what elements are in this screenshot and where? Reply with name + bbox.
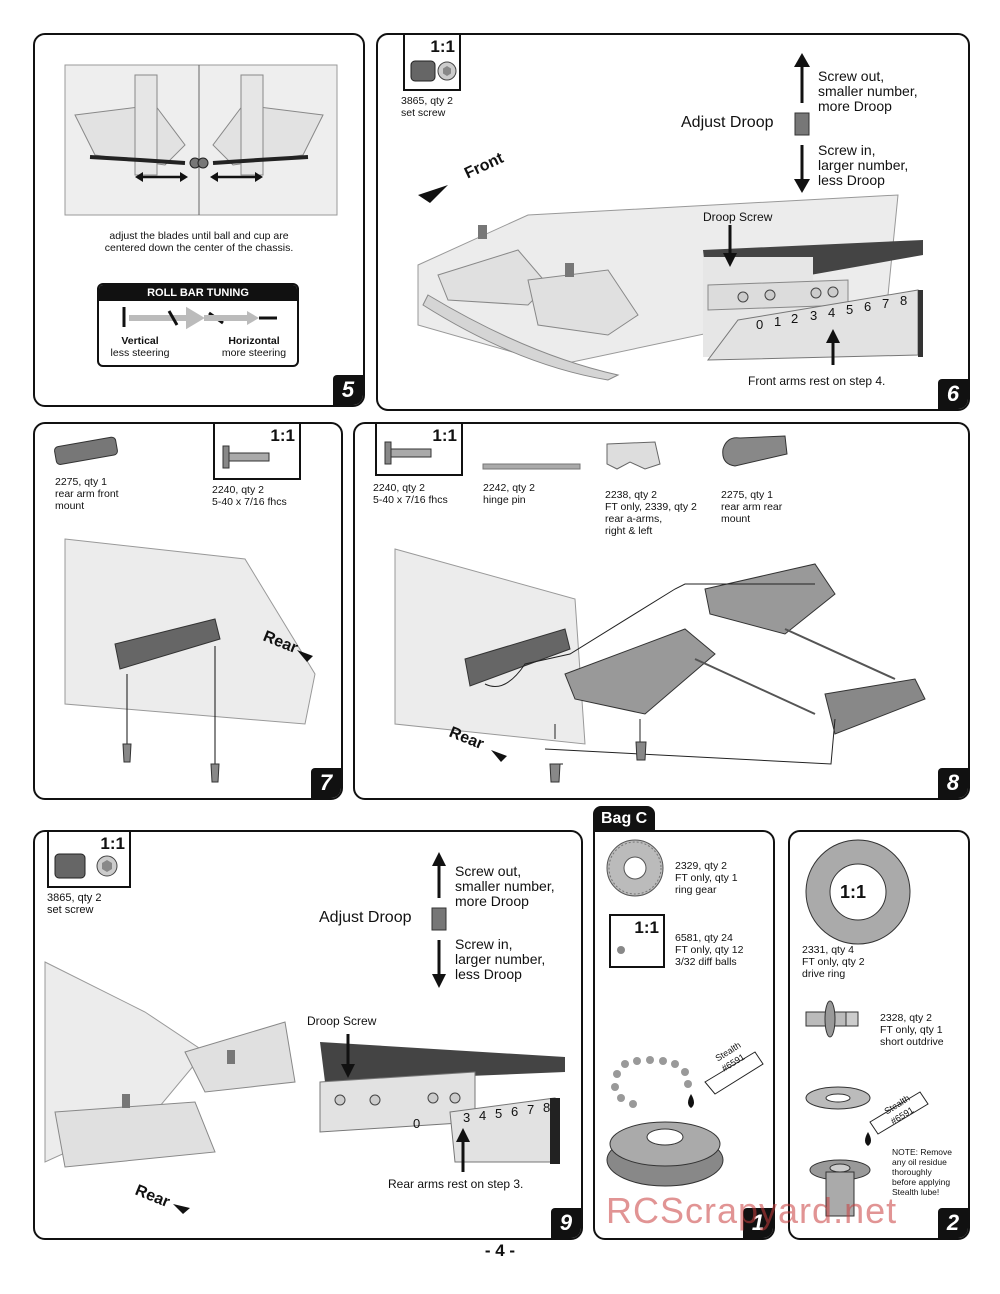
roll-bar-tuning-title: ROLL BAR TUNING bbox=[99, 285, 297, 301]
roll-bar-horizontal-sub: more steering bbox=[221, 347, 287, 359]
scale-box-step8: 1:1 bbox=[375, 424, 463, 476]
step-8-panel: 1:1 2240, qty 2 5-40 x 7/16 fhcs 2242, q… bbox=[353, 422, 970, 800]
step-8-part-a: 2240, qty 2 5-40 x 7/16 fhcs bbox=[373, 482, 448, 506]
step-6-rest-caption: Front arms rest on step 4. bbox=[748, 374, 886, 388]
short-outdrive-label: 2328, qty 2 FT only, qty 1 short outdriv… bbox=[880, 1012, 944, 1048]
set-screw-icon bbox=[54, 853, 118, 879]
step-5-illustration bbox=[64, 64, 338, 216]
ring-gear-label: 2329, qty 2 FT only, qty 1 ring gear bbox=[675, 860, 738, 896]
bag-c-step-1-panel: 2329, qty 2 FT only, qty 1 ring gear 1:1… bbox=[593, 830, 775, 1240]
step-5-caption: adjust the blades until ball and cup are… bbox=[104, 230, 294, 254]
bag-c-tab: Bag C bbox=[593, 806, 656, 832]
roll-bar-horizontal-label: Horizontal bbox=[228, 335, 280, 347]
scale-label: 1:1 bbox=[270, 426, 295, 445]
scale-label: 1:1 bbox=[100, 834, 125, 853]
droop-gauge-digits-9: 0 3 4 5 6 7 8 bbox=[413, 1100, 553, 1132]
gauge-digit: 6 bbox=[864, 299, 872, 314]
gauge-digit: 6 bbox=[511, 1104, 519, 1119]
gauge-digit: 7 bbox=[527, 1102, 535, 1117]
scale-box-step9: 1:1 bbox=[47, 832, 131, 888]
roll-bar-vertical-label: Vertical bbox=[121, 335, 159, 347]
page-number: - 4 - bbox=[484, 1241, 516, 1260]
step-6-number: 6 bbox=[938, 379, 968, 409]
gauge-digit: 5 bbox=[495, 1106, 503, 1121]
gauge-digit: 4 bbox=[828, 305, 836, 320]
gauge-digit: 1 bbox=[774, 314, 782, 329]
step-8-part-b: 2242, qty 2 hinge pin bbox=[483, 482, 535, 506]
roll-bar-vertical-sub: less steering bbox=[110, 347, 170, 359]
fhcs-screw-icon bbox=[222, 445, 270, 469]
gauge-digit: 5 bbox=[846, 302, 854, 317]
bag-c-step-2-number: 2 bbox=[938, 1208, 968, 1238]
scale-label: 1:1 bbox=[432, 426, 457, 445]
diff-balls-label: 6581, qty 24 FT only, qty 12 3/32 diff b… bbox=[675, 932, 744, 968]
gauge-digit: 8 bbox=[543, 1100, 551, 1115]
roll-bar-orientation-icon bbox=[122, 306, 277, 330]
scale-box-step6: 1:1 bbox=[403, 35, 461, 91]
gauge-digit: 4 bbox=[479, 1108, 487, 1123]
adjust-droop-label-9: Adjust Droop bbox=[319, 909, 412, 926]
gauge-digit: 3 bbox=[463, 1110, 471, 1125]
bag-c-step-1-number: 1 bbox=[743, 1208, 773, 1238]
set-screw-icon bbox=[410, 60, 457, 82]
gauge-digit: 8 bbox=[900, 293, 908, 308]
step-9-illustration bbox=[44, 852, 565, 1214]
gauge-digit: 0 bbox=[413, 1116, 421, 1131]
step-9-rest-caption: Rear arms rest on step 3. bbox=[388, 1177, 524, 1191]
droop-gauge-digits-6: 0 1 2 3 4 5 6 7 8 bbox=[756, 293, 916, 337]
watermark-text: RCScrapyard.net bbox=[606, 1190, 898, 1231]
diff-ball-icon bbox=[617, 946, 625, 954]
bag-c-step-1-illustration bbox=[606, 839, 764, 1187]
step-9-panel: 1:1 3865, qty 2 set screw Adjust Droop bbox=[33, 830, 583, 1240]
step-6-panel: 1:1 3865, qty 2 set screw Front bbox=[376, 33, 970, 411]
screw-in-text-6: Screw in, larger number, less Droop bbox=[818, 142, 909, 188]
step-7-part-a: 2275, qty 1 rear arm front mount bbox=[55, 476, 119, 512]
scale-box-step7: 1:1 bbox=[213, 424, 301, 480]
screw-out-text-9: Screw out, smaller number, more Droop bbox=[455, 863, 555, 909]
step-6-part-label: 3865, qty 2 set screw bbox=[401, 95, 453, 119]
fhcs-screw-icon bbox=[384, 441, 432, 465]
step-7-number: 7 bbox=[311, 768, 341, 798]
scale-label: 1:1 bbox=[430, 37, 455, 56]
step-8-illustration bbox=[394, 435, 926, 783]
drive-ring-label: 2331, qty 4 FT only, qty 2 drive ring bbox=[802, 944, 865, 980]
oil-residue-note: NOTE: Remove any oil residue thoroughly … bbox=[892, 1147, 952, 1197]
step-9-part-label: 3865, qty 2 set screw bbox=[47, 892, 102, 916]
step-8-part-d: 2275, qty 1 rear arm rear mount bbox=[721, 489, 783, 525]
step-8-part-c: 2238, qty 2 FT only, 2339, qty 2 rear a-… bbox=[605, 489, 697, 537]
drive-ring-scale-label: 1:1 bbox=[840, 882, 867, 902]
scale-box-bagc1: 1:1 bbox=[609, 914, 665, 968]
step-7-illustration bbox=[54, 436, 316, 783]
bag-c-step-2-panel: 1:1 2331, qty 4 FT only, qty 2 drive rin… bbox=[788, 830, 970, 1240]
step-7-panel: 2275, qty 1 rear arm front mount 1:1 224… bbox=[33, 422, 343, 800]
roll-bar-tuning-box: ROLL BAR TUNING Vertical less steering H… bbox=[97, 283, 299, 367]
bag-c-step-2-illustration bbox=[805, 839, 929, 1217]
step-7-part-b: 2240, qty 2 5-40 x 7/16 fhcs bbox=[212, 484, 287, 508]
step-9-number: 9 bbox=[551, 1208, 581, 1238]
droop-screw-label-6: Droop Screw bbox=[703, 210, 773, 224]
screw-out-text-6: Screw out, smaller number, more Droop bbox=[818, 68, 918, 114]
screw-in-text-9: Screw in, larger number, less Droop bbox=[455, 936, 546, 982]
scale-label: 1:1 bbox=[634, 918, 659, 937]
step-6-illustration bbox=[417, 53, 923, 381]
adjust-droop-label-6: Adjust Droop bbox=[681, 114, 774, 131]
step-8-number: 8 bbox=[938, 768, 968, 798]
gauge-digit: 0 bbox=[756, 317, 764, 332]
step-5-number: 5 bbox=[333, 375, 363, 405]
gauge-digit: 7 bbox=[882, 296, 890, 311]
gauge-digit: 3 bbox=[810, 308, 818, 323]
gauge-digit: 2 bbox=[791, 311, 799, 326]
droop-screw-label-9: Droop Screw bbox=[307, 1014, 377, 1028]
step-5-panel: adjust the blades until ball and cup are… bbox=[33, 33, 365, 407]
